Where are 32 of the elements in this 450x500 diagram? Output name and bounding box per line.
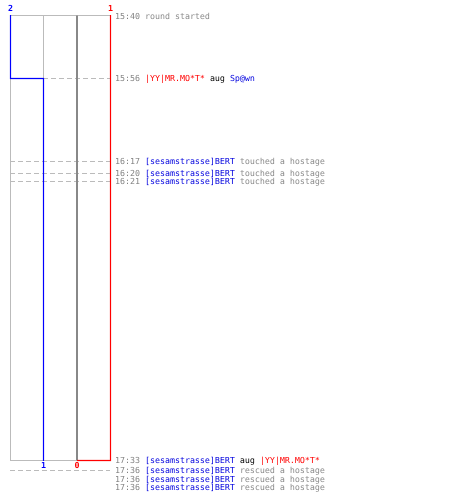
player-name: [sesamstrasse]BERT [144, 168, 235, 178]
count-number: 0 [74, 461, 80, 470]
weapon-name: aug [210, 73, 225, 83]
player-name: [sesamstrasse]BERT [144, 474, 235, 484]
player-name: [sesamstrasse]BERT [144, 482, 235, 492]
event-text: touched a hostage [240, 168, 325, 178]
count-number: 1 [41, 461, 46, 470]
timestamp: 17:33 [115, 455, 140, 465]
timestamp: 17:36 [115, 474, 140, 484]
timestamp: 16:21 [115, 176, 140, 186]
event-text: touched a hostage [240, 176, 325, 186]
event-text: rescued a hostage [240, 465, 325, 475]
player-name: [sesamstrasse]BERT [144, 176, 235, 186]
timestamp: 15:40 [115, 10, 140, 20]
event-text: touched a hostage [240, 156, 325, 166]
count-number: 1 [108, 4, 113, 13]
player-name: |YY|MR.MO*T* [144, 73, 205, 83]
event-text: rescued a hostage [240, 482, 325, 492]
event-text: rescued a hostage [240, 474, 325, 484]
timestamp: 16:20 [115, 168, 140, 178]
timestamp: 15:56 [115, 73, 140, 83]
count-number: 2 [8, 4, 13, 13]
event-text: round started [144, 10, 210, 20]
player-name: [sesamstrasse]BERT [144, 465, 235, 475]
player-name: [sesamstrasse]BERT [144, 455, 235, 465]
weapon-name: aug [240, 455, 255, 465]
timestamp: 17:36 [115, 465, 140, 475]
player-name: |YY|MR.MO*T* [260, 455, 320, 465]
timestamp: 16:17 [115, 156, 140, 166]
player-name: [sesamstrasse]BERT [144, 156, 235, 166]
player-name: Sp@wn [230, 73, 255, 83]
timestamp: 17:36 [115, 482, 140, 492]
